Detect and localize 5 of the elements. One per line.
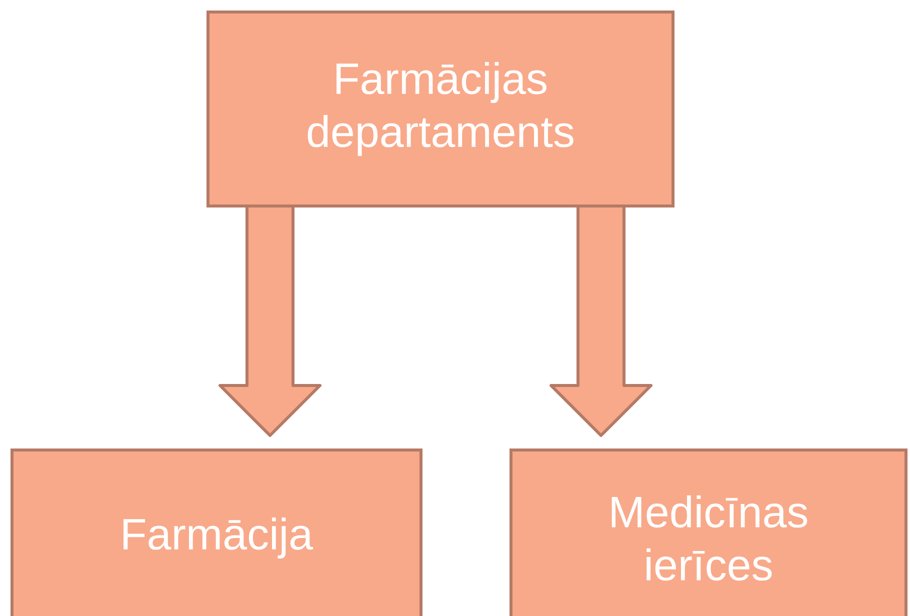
process-box: Farmācija xyxy=(10,448,422,616)
process-box: Farmācijas departaments xyxy=(206,10,674,208)
process-box: Medicīnas ierīces xyxy=(510,448,908,616)
block-arrow xyxy=(218,206,322,437)
block-arrow xyxy=(550,206,652,437)
